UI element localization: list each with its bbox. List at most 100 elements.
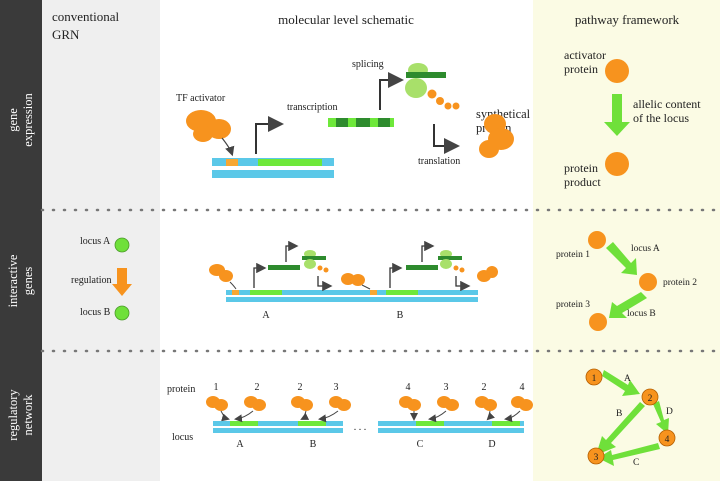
regulatory-binding-arrow [318,410,339,423]
dna-gene-expression [212,158,334,178]
regulatory-protein-2: 2 [234,382,266,423]
regulatory-protein-number: 2 [482,382,487,393]
row-label-gene-expression: gene expression [6,93,35,147]
regulatory-binding-arrow [234,410,254,423]
translation-arrow [433,124,460,154]
row-label-gene: gene [6,108,20,132]
regulatory-binding-arrow [428,410,447,423]
mrna-b [406,265,438,270]
row-label-genes: genes [21,267,35,296]
bind-arrow-a [229,281,237,290]
label-regulation: regulation [71,275,112,286]
regulatory-protein-1: 1 [206,382,230,422]
mol-label-a: A [262,310,270,321]
ribosome-a [302,250,329,273]
row-label-network: network [21,394,35,436]
transcription-arrow-b [389,262,403,288]
translation-arrow-b [455,276,471,292]
network-node-4 [658,429,676,447]
regulatory-protein-4: 3 [318,382,351,423]
network-edge-label-b: B [616,409,622,419]
row-label-interactive: interactive [6,254,20,307]
label-locus-a: locus A [80,236,111,247]
locus-letter-b: B [310,439,317,450]
locus-b-node [114,305,130,321]
header-molecular: molecular level schematic [278,12,414,27]
regulatory-protein-3: 2 [291,382,313,420]
network-edge-label-d: D [666,407,673,417]
regulatory-binding-arrow [486,410,496,421]
ribosome-b [438,250,465,273]
transcription-arrow-a [253,262,267,288]
row-label-interactive-genes: interactive genes [6,254,35,307]
regulatory-protein-number: 3 [334,382,339,393]
tf-activator-protein [186,110,231,142]
regulatory-protein-number: 3 [444,382,449,393]
dna-regulatory [213,421,524,433]
regulatory-protein-6: 3 [428,382,459,423]
locus-a-node [114,237,130,253]
regulatory-protein-5: 4 [399,382,421,421]
header-conventional-line1: conventional [52,9,120,24]
regulatory-protein-8: 4 [504,382,533,423]
network-node-2 [641,388,659,406]
pathway-column [533,0,720,481]
splicing-arrow [379,72,404,110]
label-splicing: splicing [352,59,384,70]
label-locus-b: locus B [80,307,111,318]
network-edge-2-3 [596,402,645,455]
label-activator-protein: protein [564,62,598,76]
translation-arrow-a [317,276,333,292]
row-label-regulatory: regulatory [6,389,20,441]
label-locus-row: locus [172,432,193,443]
label-allelic-1: allelic content [633,97,701,111]
mol-label-b: B [397,310,404,321]
network-edges [596,370,669,466]
transcription-arrow [255,116,284,154]
regulatory-protein-number: 4 [520,382,525,393]
label-allelic-2: of the locus [633,111,689,125]
label-path-locus-a: locus A [631,244,660,254]
regulatory-protein-number: 2 [255,382,260,393]
row-label-strip [0,0,42,481]
regulatory-binding-arrow [504,410,521,423]
network-edge-4-3 [598,443,660,466]
regulatory-proteins: 1 2 2 3 4 3 2 4 [206,382,533,423]
locus-letter-a: A [236,439,244,450]
network-node-3 [587,447,605,465]
regulatory-protein-number: 2 [298,382,303,393]
protein-blob-a [341,273,365,286]
label-protein-1: protein 1 [556,250,590,260]
pathway-protein2-node [639,273,657,291]
network-nodes: 1 2 3 4 [585,368,676,465]
header-pathway: pathway framework [575,12,680,27]
label-protein-row: protein [167,384,195,395]
splicing-arrow-b [421,240,435,262]
label-protein-product-1: protein [564,161,598,175]
dna-interactive [226,290,478,302]
locus-letter-d: D [488,439,495,450]
pathway-edge-a [606,242,637,275]
synthetical-protein-blob [479,114,514,158]
locus-letter-c: C [417,439,424,450]
tf-blob-a [209,264,233,282]
pathway-protein1-node [588,231,606,249]
regulatory-protein-number: 4 [406,382,411,393]
row-label-regulatory-network: regulatory network [6,389,35,441]
network-node-2-label: 2 [648,394,653,404]
network-edge-label-a: A [624,374,631,384]
protein-blob-b [477,266,498,282]
label-protein-product-2: product [564,175,601,189]
label-protein-2: protein 2 [663,278,697,288]
conventional-column [42,0,160,481]
label-tf-activator: TF activator [176,93,226,104]
locus-ellipsis: . . . [354,422,367,433]
bind-arrow-b [361,284,371,290]
pathway-protein3-node [589,313,607,331]
network-node-3-label: 3 [594,453,599,463]
mrna-transcript [328,118,394,127]
mrna-a [268,265,300,270]
header-conventional-line2: GRN [52,27,80,42]
pathway-edge-b [609,292,647,318]
